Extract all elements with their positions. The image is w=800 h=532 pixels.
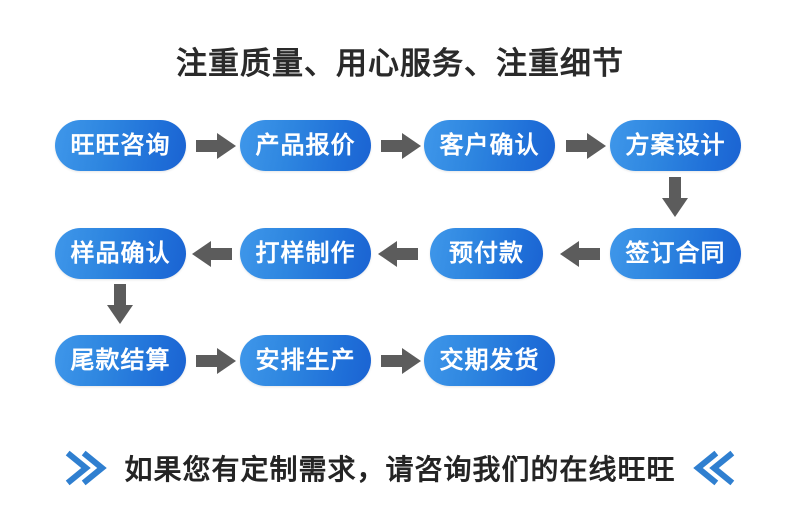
footer-cta: 如果您有定制需求，请咨询我们的在线旺旺 bbox=[0, 440, 800, 496]
flow-step-sign-contract[interactable]: 签订合同 bbox=[610, 228, 741, 279]
flow-step-label: 交期发货 bbox=[439, 346, 540, 374]
flow-step-sample-production[interactable]: 打样制作 bbox=[240, 228, 371, 279]
footer-text: 如果您有定制需求，请咨询我们的在线旺旺 bbox=[124, 454, 676, 485]
flow-step-label: 预付款 bbox=[449, 239, 524, 267]
flow-step-label: 打样制作 bbox=[255, 239, 356, 267]
flow-step-arrange-production[interactable]: 安排生产 bbox=[240, 335, 371, 386]
flow-step-delivery-shipment[interactable]: 交期发货 bbox=[424, 335, 555, 386]
flow-step-product-quote[interactable]: 产品报价 bbox=[240, 120, 371, 171]
flow-step-solution-design[interactable]: 方案设计 bbox=[610, 120, 741, 171]
arrow-left-icon bbox=[378, 241, 418, 267]
flow-step-label: 安排生产 bbox=[255, 346, 356, 374]
arrow-down-icon bbox=[662, 177, 688, 217]
flow-step-sample-confirm[interactable]: 样品确认 bbox=[55, 228, 186, 279]
arrow-right-icon bbox=[381, 348, 421, 374]
arrow-left-icon bbox=[192, 241, 232, 267]
flow-step-label: 客户确认 bbox=[439, 131, 540, 159]
arrow-right-icon bbox=[196, 133, 236, 159]
flow-step-label: 样品确认 bbox=[70, 239, 171, 267]
flow-step-label: 签订合同 bbox=[625, 239, 726, 267]
flow-step-prepayment[interactable]: 预付款 bbox=[430, 228, 543, 279]
flow-step-label: 方案设计 bbox=[625, 131, 726, 159]
arrow-right-icon bbox=[196, 348, 236, 374]
page-title: 注重质量、用心服务、注重细节 bbox=[176, 46, 624, 81]
arrow-down-icon bbox=[107, 284, 133, 324]
arrow-right-icon bbox=[381, 133, 421, 159]
arrow-left-icon bbox=[560, 241, 600, 267]
flow-step-final-payment[interactable]: 尾款结算 bbox=[55, 335, 186, 386]
arrow-right-icon bbox=[566, 133, 606, 159]
double-chevron-left-icon bbox=[692, 445, 738, 491]
flow-step-label: 旺旺咨询 bbox=[70, 131, 171, 159]
flow-step-customer-confirm[interactable]: 客户确认 bbox=[424, 120, 555, 171]
flow-step-wangwang-consult[interactable]: 旺旺咨询 bbox=[55, 120, 186, 171]
flow-step-label: 尾款结算 bbox=[70, 346, 171, 374]
double-chevron-right-icon bbox=[62, 445, 108, 491]
flow-step-label: 产品报价 bbox=[255, 131, 356, 159]
